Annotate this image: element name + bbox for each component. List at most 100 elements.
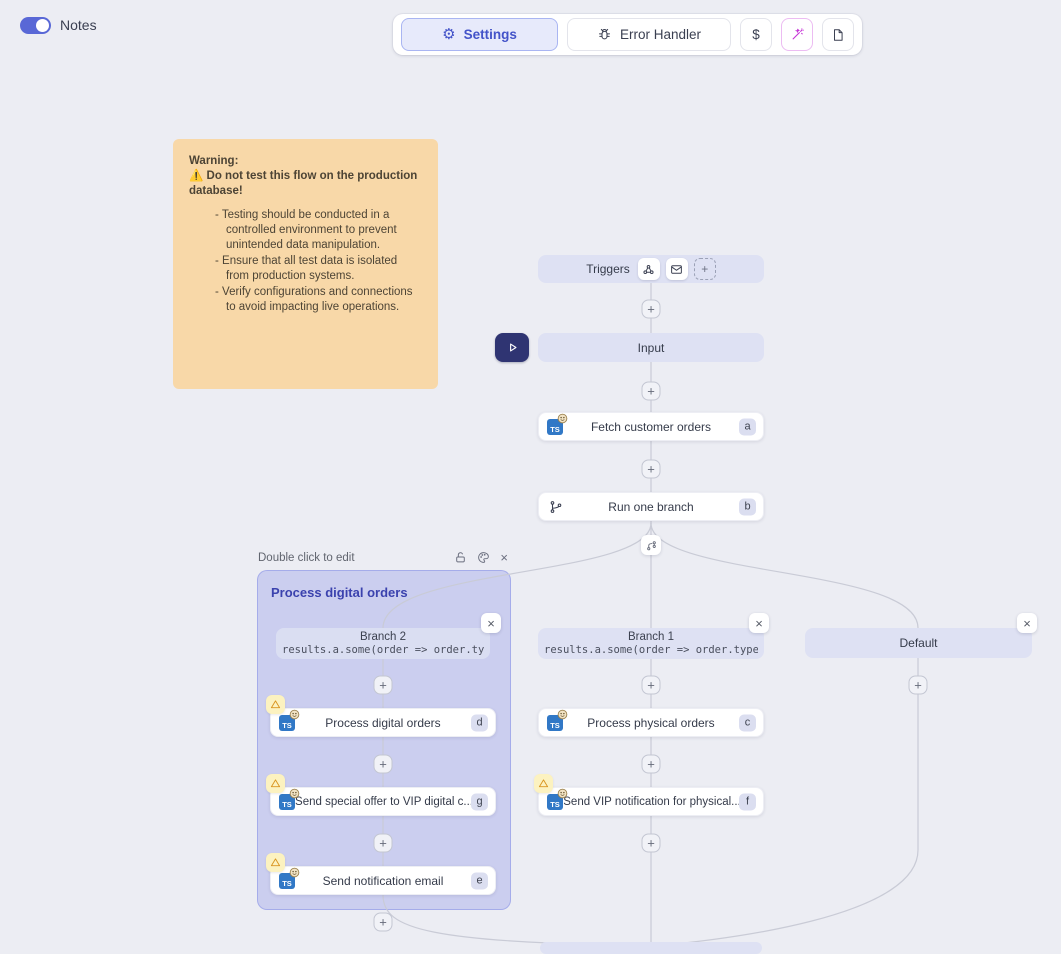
add-step-button[interactable]: + — [641, 675, 661, 695]
cost-button[interactable]: $ — [740, 18, 772, 51]
add-step-button[interactable]: + — [373, 754, 393, 774]
note-bullet: Testing should be conducted in a control… — [215, 208, 422, 253]
group-edit-hint: Double click to edit — [258, 551, 355, 564]
group-process-digital-orders[interactable] — [257, 570, 511, 910]
email-trigger-icon[interactable] — [665, 258, 688, 280]
step-run-one-branch[interactable]: Run one branch b — [538, 492, 764, 521]
step-label: Send special offer to VIP digital c... — [295, 795, 473, 808]
step-fetch-customer-orders[interactable]: TS Fetch customer orders a — [538, 412, 764, 441]
agent-face-badge-icon — [289, 709, 300, 719]
typescript-icon: TS — [279, 867, 300, 889]
plus-icon: + — [701, 262, 709, 276]
step-id-badge: d — [471, 714, 488, 731]
typescript-icon-label: TS — [550, 799, 560, 809]
add-step-button[interactable]: + — [641, 754, 661, 774]
agent-face-badge-icon — [557, 413, 568, 423]
agent-face-badge-icon — [557, 788, 568, 798]
input-node-label: Input — [637, 340, 665, 355]
branch-icon — [549, 500, 563, 514]
plus-icon: + — [647, 835, 655, 851]
plus-icon: + — [647, 383, 655, 399]
note-bullet-list: Testing should be conducted in a control… — [189, 208, 422, 315]
plus-icon: + — [647, 677, 655, 693]
note-bullet: Verify configurations and connections to… — [215, 285, 422, 315]
error-handler-button-label: Error Handler — [619, 27, 702, 42]
branch-condition: results.a.some(order => order.type — [282, 643, 484, 656]
step-id-badge: a — [739, 418, 756, 435]
branch-label: Default — [899, 636, 938, 650]
step-label: Send VIP notification for physical... — [563, 795, 741, 808]
add-step-button[interactable]: + — [373, 675, 393, 695]
step-label: Run one branch — [608, 499, 694, 514]
plus-icon: + — [379, 835, 387, 851]
default-branch-node[interactable]: Default — [805, 628, 1032, 658]
add-step-button[interactable]: + — [641, 381, 661, 401]
warning-badge[interactable] — [266, 853, 285, 872]
step-send-notification-email[interactable]: TS Send notification email e — [270, 866, 496, 895]
typescript-icon-label: TS — [282, 720, 292, 730]
close-glyph: × — [500, 550, 508, 565]
warning-badge[interactable] — [266, 774, 285, 793]
notes-toggle-knob — [36, 19, 49, 32]
step-send-special-offer[interactable]: TS Send special offer to VIP digital c..… — [270, 787, 496, 816]
add-step-button[interactable]: + — [908, 675, 928, 695]
input-node[interactable]: Input — [538, 333, 764, 362]
delete-branch-button[interactable]: × — [749, 613, 769, 633]
plus-icon: + — [647, 301, 655, 317]
ai-assistant-button[interactable] — [781, 18, 813, 51]
step-id-badge: c — [739, 714, 756, 731]
notes-toggle[interactable] — [20, 17, 51, 34]
webhook-trigger-icon[interactable] — [637, 258, 660, 280]
add-step-button[interactable]: + — [641, 299, 661, 319]
error-handler-button[interactable]: Error Handler — [567, 18, 731, 51]
branch-2-node[interactable]: Branch 2 results.a.some(order => order.t… — [276, 628, 490, 659]
add-trigger-button[interactable]: + — [693, 258, 716, 280]
plus-icon: + — [379, 756, 387, 772]
close-icon: × — [1023, 615, 1031, 631]
merge-node-partial[interactable] — [540, 942, 762, 954]
note-title: Warning: — [189, 155, 239, 167]
step-label: Fetch customer orders — [590, 419, 712, 434]
step-label: Process physical orders — [587, 715, 715, 730]
document-icon — [831, 28, 845, 42]
step-id-badge: f — [739, 793, 756, 810]
warning-note[interactable]: Warning: ⚠️ Do not test this flow on the… — [173, 139, 438, 389]
settings-button[interactable]: ⚙ Settings — [401, 18, 558, 51]
plus-icon: + — [647, 461, 655, 477]
close-icon[interactable]: × — [500, 551, 508, 564]
warning-badge[interactable] — [266, 695, 285, 714]
triggers-node[interactable]: Triggers + — [538, 255, 764, 283]
branch-label: Branch 2 — [359, 630, 407, 643]
agent-face-badge-icon — [289, 867, 300, 877]
branch-1-node[interactable]: Branch 1 results.a.some(order => order.t… — [538, 628, 764, 659]
run-flow-button[interactable] — [495, 333, 529, 362]
triggers-label: Triggers — [586, 262, 630, 276]
unlock-icon[interactable] — [454, 551, 467, 564]
delete-branch-button[interactable]: × — [481, 613, 501, 633]
group-header: Double click to edit × — [258, 551, 508, 564]
magic-wand-icon — [790, 27, 805, 42]
step-id-badge: g — [471, 793, 488, 810]
step-process-digital-orders[interactable]: TS Process digital orders d — [270, 708, 496, 737]
add-step-button[interactable]: + — [373, 833, 393, 853]
typescript-icon: TS — [547, 709, 568, 731]
settings-button-label: Settings — [463, 27, 517, 42]
typescript-icon-label: TS — [550, 424, 560, 434]
warning-badge[interactable] — [534, 774, 553, 793]
step-send-vip-notification[interactable]: TS Send VIP notification for physical...… — [538, 787, 764, 816]
step-process-physical-orders[interactable]: TS Process physical orders c — [538, 708, 764, 737]
new-document-button[interactable] — [822, 18, 854, 51]
gear-icon: ⚙ — [442, 25, 456, 43]
typescript-icon: TS — [279, 788, 300, 810]
branch-split-icon[interactable] — [641, 535, 661, 555]
add-step-button[interactable]: + — [373, 912, 393, 932]
typescript-icon-label: TS — [282, 878, 292, 888]
step-id-badge: b — [739, 498, 756, 515]
add-step-button[interactable]: + — [641, 459, 661, 479]
add-step-button[interactable]: + — [641, 833, 661, 853]
dollar-icon: $ — [752, 27, 760, 42]
typescript-icon: TS — [547, 788, 568, 810]
delete-branch-button[interactable]: × — [1017, 613, 1037, 633]
palette-icon[interactable] — [477, 551, 490, 564]
